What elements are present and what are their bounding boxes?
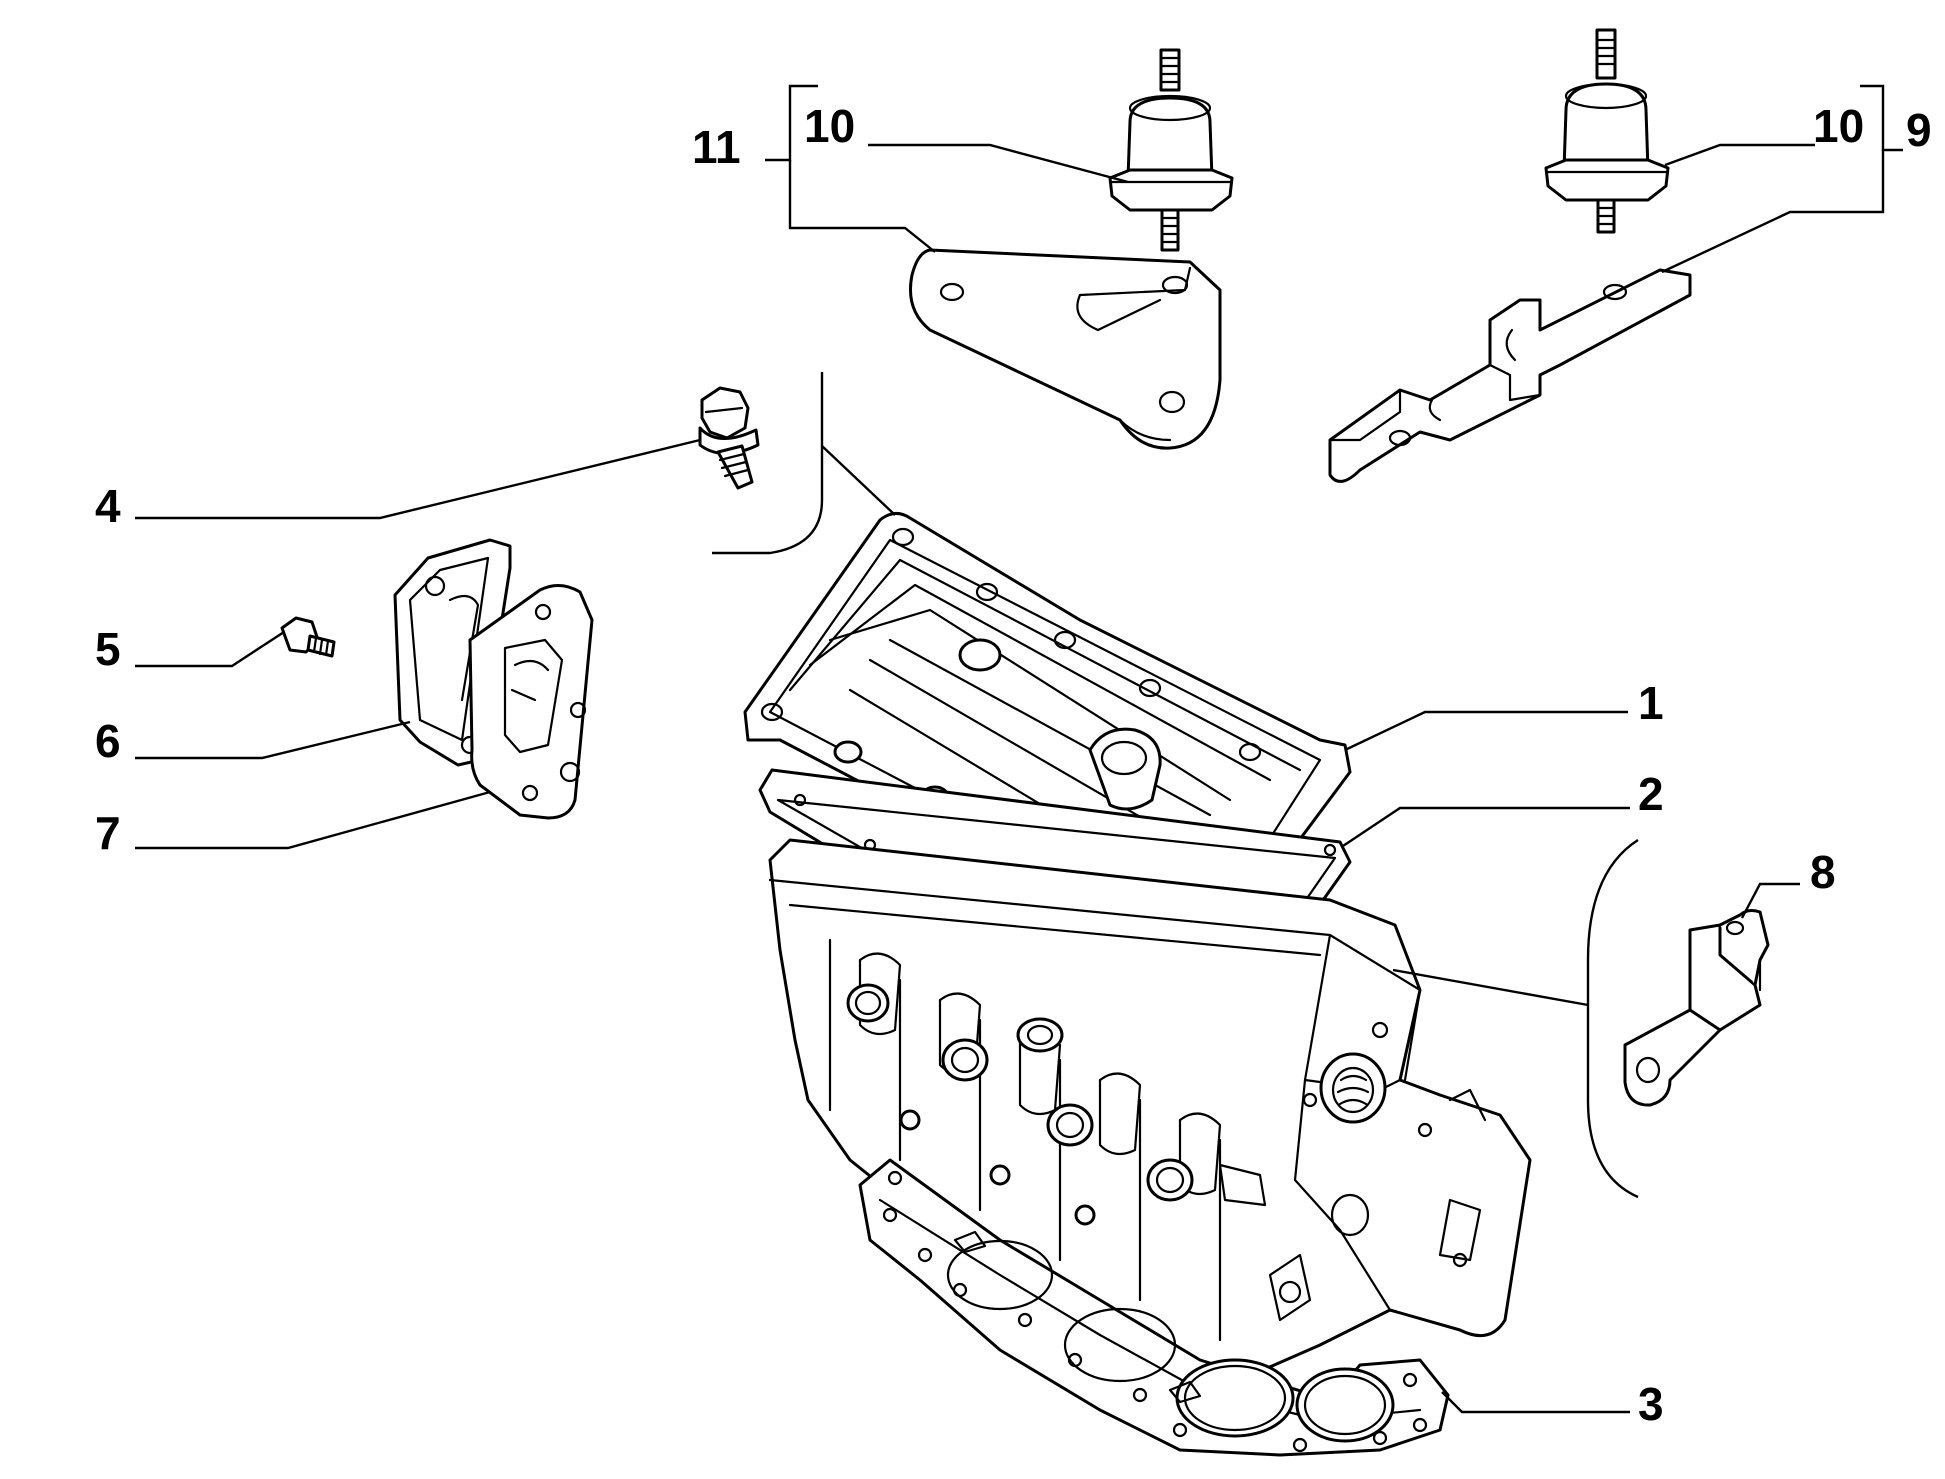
callout-7: 7 bbox=[95, 807, 121, 859]
callout-labels: 11 10 10 9 4 5 6 7 1 2 8 3 bbox=[95, 100, 1932, 1430]
part-10-rubber-mount-right[interactable] bbox=[1544, 28, 1670, 234]
callout-5: 5 bbox=[95, 623, 121, 675]
part-7-gasket-plate[interactable] bbox=[468, 584, 594, 820]
part-11-flat-bracket[interactable] bbox=[908, 248, 1222, 450]
part-4-bolt[interactable] bbox=[698, 386, 760, 490]
callout-3: 3 bbox=[1638, 1378, 1664, 1430]
callout-8: 8 bbox=[1810, 846, 1836, 898]
callout-2: 2 bbox=[1638, 768, 1664, 820]
callout-10-right: 10 bbox=[1813, 100, 1864, 152]
part-9-stepped-bracket[interactable] bbox=[1328, 268, 1692, 483]
callout-6: 6 bbox=[95, 715, 121, 767]
callout-11: 11 bbox=[692, 121, 741, 173]
callout-10-left: 10 bbox=[804, 100, 855, 152]
callout-1: 1 bbox=[1638, 677, 1664, 729]
leader-lines bbox=[135, 84, 1903, 1414]
callout-9: 9 bbox=[1906, 104, 1932, 156]
callout-4: 4 bbox=[95, 480, 121, 532]
part-10-rubber-mount-left[interactable] bbox=[1108, 48, 1234, 252]
part-3-head-gasket[interactable] bbox=[858, 1158, 1450, 1457]
part-8-small-bracket[interactable] bbox=[1623, 909, 1770, 1107]
cylinder-head bbox=[768, 838, 1532, 1382]
part-5-screw[interactable] bbox=[280, 616, 336, 658]
